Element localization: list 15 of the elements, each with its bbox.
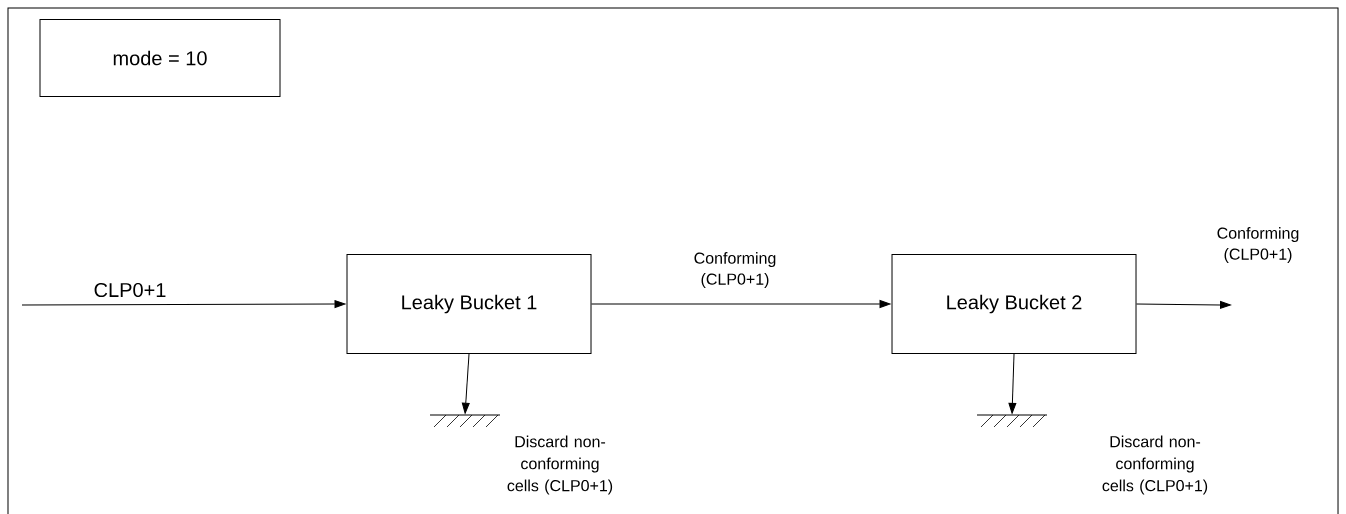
process-box: Leaky Bucket 1	[346, 254, 592, 354]
edge-label: Conforming (CLP0+1)	[1217, 227, 1299, 263]
arrow	[461, 353, 470, 414]
ground-symbol	[429, 414, 501, 428]
arrow	[21, 300, 346, 308]
note-text: Discard non-conforming cells (CLP0+1)	[507, 435, 613, 495]
note-text: Discard non-conforming cells (CLP0+1)	[1102, 435, 1208, 495]
arrow	[1136, 300, 1231, 309]
arrow	[591, 300, 891, 308]
arrow	[1008, 353, 1017, 414]
edge-label: CLP0+1	[94, 282, 166, 298]
ground-symbol	[976, 414, 1048, 428]
edge-label: Conforming (CLP0+1)	[694, 252, 776, 288]
process-box: Leaky Bucket 2	[891, 254, 1137, 354]
mode-box: mode = 10	[39, 19, 281, 97]
